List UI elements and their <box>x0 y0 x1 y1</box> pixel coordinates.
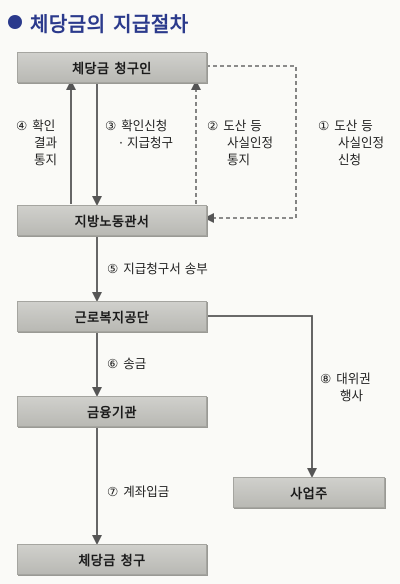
label-step6: ⑥ 송금 <box>107 355 146 372</box>
label-step4: ④ 확인 결과 통지 <box>16 117 57 168</box>
step4-line3: 통지 <box>34 152 58 167</box>
box-welfare-corp-label: 근로복지공단 <box>74 311 150 326</box>
label-step7: ⑦ 계좌입금 <box>107 483 169 500</box>
step6-number: ⑥ <box>107 356 119 371</box>
step3-line1: 확인신청 <box>121 118 168 133</box>
step6-line1: 송금 <box>123 356 147 371</box>
label-step5: ⑤ 지급청구서 송부 <box>107 260 208 277</box>
step8-line2: 행사 <box>340 388 364 403</box>
box-bank-label: 금융기관 <box>87 406 137 421</box>
label-step3: ③ 확인신청 · 지급청구 <box>105 117 173 151</box>
title-bullet-icon <box>8 15 22 29</box>
title-text: 체당금의 지급절차 <box>30 11 189 36</box>
step3-number: ③ <box>105 118 117 133</box>
step7-number: ⑦ <box>107 484 119 499</box>
box-employer-label: 사업주 <box>290 487 328 502</box>
step1-line3: 신청 <box>338 152 362 167</box>
step7-line1: 계좌입금 <box>123 484 170 499</box>
step4-number: ④ <box>16 118 28 133</box>
step1-number: ① <box>318 118 330 133</box>
step4-line1: 확인 <box>32 118 56 133</box>
step2-line3: 통지 <box>227 152 251 167</box>
diagram-title: 체당금의 지급절차 <box>8 8 189 36</box>
step5-number: ⑤ <box>107 261 119 276</box>
step8-number: ⑧ <box>320 371 332 386</box>
step2-number: ② <box>207 118 219 133</box>
step1-line2: 사실인정 <box>338 135 385 150</box>
step2-line1: 도산 등 <box>223 118 262 133</box>
box-bank: 금융기관 <box>17 396 207 427</box>
label-step2: ② 도산 등 사실인정 통지 <box>207 117 273 168</box>
step8-line1: 대위권 <box>336 371 371 386</box>
step4-line2: 결과 <box>34 135 58 150</box>
step3-line2: · 지급청구 <box>119 135 173 150</box>
arrow-step8 <box>206 315 317 478</box>
step5-line1: 지급청구서 송부 <box>123 261 208 276</box>
box-final-claim-label: 체당금 청구 <box>78 554 146 569</box>
box-applicant: 체당금 청구인 <box>17 52 207 83</box>
box-welfare-corp: 근로복지공단 <box>17 301 207 332</box>
arrow-step1 <box>204 65 297 223</box>
box-labor-office: 지방노동관서 <box>17 205 207 236</box>
label-step8: ⑧ 대위권 행사 <box>320 370 371 404</box>
step1-line1: 도산 등 <box>334 118 373 133</box>
box-applicant-label: 체당금 청구인 <box>72 62 152 77</box>
box-final-claim: 체당금 청구 <box>17 544 207 575</box>
box-employer: 사업주 <box>233 477 385 508</box>
label-step1: ① 도산 등 사실인정 신청 <box>318 117 384 168</box>
step2-line2: 사실인정 <box>227 135 274 150</box>
box-labor-office-label: 지방노동관서 <box>74 215 150 230</box>
